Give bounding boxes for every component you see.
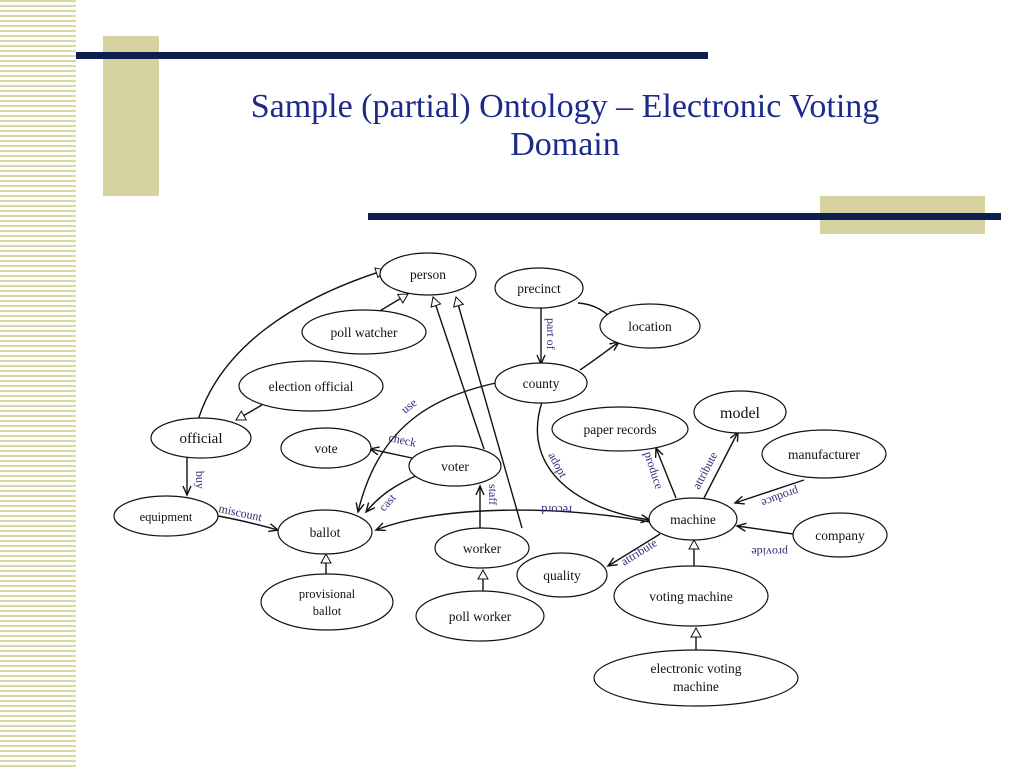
node-person-label: person [410, 267, 446, 282]
decorative-tan-block-top [103, 36, 159, 196]
node-poll-watcher-label: poll watcher [330, 325, 398, 340]
node-ballot-label: ballot [310, 525, 341, 540]
edge-machine-model [703, 430, 739, 499]
node-voting-machine-label: voting machine [649, 589, 733, 604]
node-official: official [150, 417, 252, 459]
node-provisional-ballot-label-line-1: provisional [299, 587, 356, 601]
slide-title-line-2: Domain [510, 126, 620, 163]
node-provisional-ballot-label-line-2: ballot [313, 604, 342, 618]
edge-label-cast: cast [376, 490, 399, 514]
node-quality-label: quality [543, 568, 581, 583]
edge-label-record: record [541, 503, 572, 517]
node-person: person [379, 252, 477, 296]
node-location: location [599, 303, 701, 349]
edge-label-use: use [398, 395, 419, 416]
node-poll-worker-label: poll worker [449, 609, 512, 624]
edge-machine-ballot [374, 509, 651, 532]
node-precinct: precinct [494, 267, 584, 309]
node-company: company [792, 512, 888, 558]
node-voter-label: voter [441, 459, 469, 474]
node-paper-records: paper records [551, 406, 689, 452]
node-manufacturer-label: manufacturer [788, 447, 860, 462]
edge-voter-ballot [364, 473, 421, 514]
node-vote: vote [280, 427, 372, 469]
decorative-stripe-bar [0, 0, 76, 768]
node-worker-label: worker [463, 541, 502, 556]
node-worker: worker [434, 527, 530, 569]
edge-voter-vote [368, 446, 413, 459]
edge-company-machine [735, 522, 794, 535]
edge-manufacturer-machine [733, 479, 805, 505]
node-machine-label: machine [670, 512, 716, 527]
edge-voter-person [430, 296, 485, 450]
node-company-label: company [815, 528, 865, 543]
slide-title-line-1: Sample (partial) Ontology – Electronic V… [250, 88, 880, 125]
edge-pollwatcher-person [377, 293, 409, 313]
edge-machine-paperrecords [654, 446, 677, 499]
edge-county-machine [536, 401, 652, 524]
node-county: county [494, 362, 588, 404]
node-electronic-voting-machine-label-line-2: machine [673, 679, 719, 694]
node-voter: voter [408, 445, 502, 487]
edge-electionofficial-official [235, 404, 263, 421]
node-location-label: location [628, 319, 672, 334]
decorative-navy-line-bottom [368, 213, 1001, 220]
node-paper-records-label: paper records [583, 422, 656, 437]
edge-county-location [579, 340, 621, 371]
slide-title: Sample (partial) Ontology – Electronic V… [160, 88, 970, 164]
node-election-official-label: election official [269, 379, 354, 394]
node-poll-watcher: poll watcher [301, 309, 427, 355]
edge-worker-person [452, 296, 523, 529]
node-electronic-voting-machine-label-line-1: electronic voting [650, 661, 741, 676]
edge-label-check: check [387, 430, 417, 450]
node-provisional-ballot: provisional ballot [260, 573, 394, 631]
node-model: model [693, 390, 787, 434]
edge-machine-quality [606, 533, 661, 567]
edge-label-buy: buy [193, 471, 208, 489]
decorative-navy-line-top [76, 52, 708, 59]
node-election-official: election official [238, 360, 384, 412]
node-equipment: equipment [113, 495, 219, 537]
edge-label-provide: provide [751, 545, 788, 559]
node-electronic-voting-machine: electronic voting machine [593, 649, 799, 707]
edge-county-ballot [355, 381, 501, 514]
node-equipment-label: equipment [140, 510, 193, 524]
node-quality: quality [516, 552, 608, 598]
edge-official-person [197, 267, 386, 421]
node-voting-machine: voting machine [613, 565, 769, 627]
node-precinct-label: precinct [517, 281, 561, 296]
edge-label-staff: staff [486, 484, 500, 505]
node-ballot: ballot [277, 509, 373, 555]
edge-label-attribute-quality: attribute [618, 535, 659, 568]
edge-label-adopt: adopt [545, 450, 570, 481]
node-manufacturer: manufacturer [761, 429, 887, 479]
node-machine: machine [648, 497, 738, 541]
node-model-label: model [720, 405, 761, 422]
node-vote-label: vote [314, 441, 337, 456]
edge-label-attribute-model: attribute [689, 450, 720, 492]
edge-label-produce-paper-records: produce [641, 450, 666, 491]
edge-label-part-of: part of [544, 318, 558, 350]
node-county-label: county [523, 376, 560, 391]
node-poll-worker: poll worker [415, 590, 545, 642]
node-official-label: official [179, 431, 222, 447]
edge-equipment-ballot [217, 515, 280, 533]
